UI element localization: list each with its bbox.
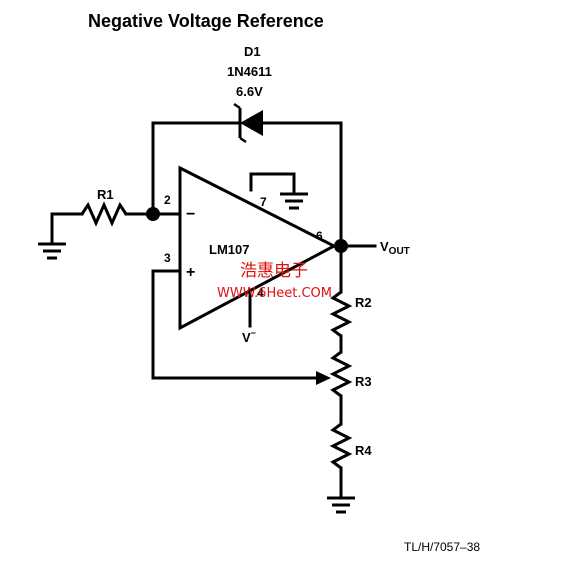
resistor-r3-label: R3	[355, 374, 372, 389]
ground-symbol-left	[38, 242, 66, 260]
r3-wiper-arrow	[316, 371, 331, 385]
diode-voltage-label: 6.6V	[236, 84, 263, 99]
opamp-minus-sign: −	[186, 206, 195, 223]
pin-2-label: 2	[164, 193, 171, 207]
zener-diode-d1	[233, 102, 263, 144]
watermark-line2: WWW.6Heet.COM	[217, 286, 332, 301]
resistor-r1	[80, 201, 128, 227]
v-minus-label: V−	[242, 328, 256, 345]
pin-3-label: 3	[164, 251, 171, 265]
opamp-plus-sign: +	[186, 264, 195, 281]
junction-node-input	[146, 207, 160, 221]
potentiometer-r3	[329, 350, 353, 398]
vout-label: VOUT	[380, 239, 410, 257]
opamp-lm107	[178, 165, 338, 331]
pin-7-label: 7	[260, 195, 267, 209]
diode-part-label: 1N4611	[227, 64, 272, 79]
resistor-r2-label: R2	[355, 295, 372, 310]
diode-ref-label: D1	[244, 44, 261, 59]
resistor-r1-label: R1	[97, 187, 114, 202]
figure-id: TL/H/7057–38	[404, 540, 480, 554]
diagram-title: Negative Voltage Reference	[88, 11, 324, 31]
resistor-r4	[329, 422, 353, 470]
pin-6-label: 6	[316, 229, 323, 243]
wiper-feedback-wire	[151, 269, 320, 380]
resistor-r2	[329, 290, 353, 338]
opamp-part-label: LM107	[209, 242, 249, 257]
watermark-line1: 浩惠电子	[240, 261, 308, 281]
resistor-r4-label: R4	[355, 443, 372, 458]
ground-symbol-pin7	[280, 192, 308, 210]
ground-symbol-bottom	[327, 496, 355, 514]
feedback-wire	[151, 121, 343, 247]
pin-4-label: 4	[257, 286, 264, 300]
